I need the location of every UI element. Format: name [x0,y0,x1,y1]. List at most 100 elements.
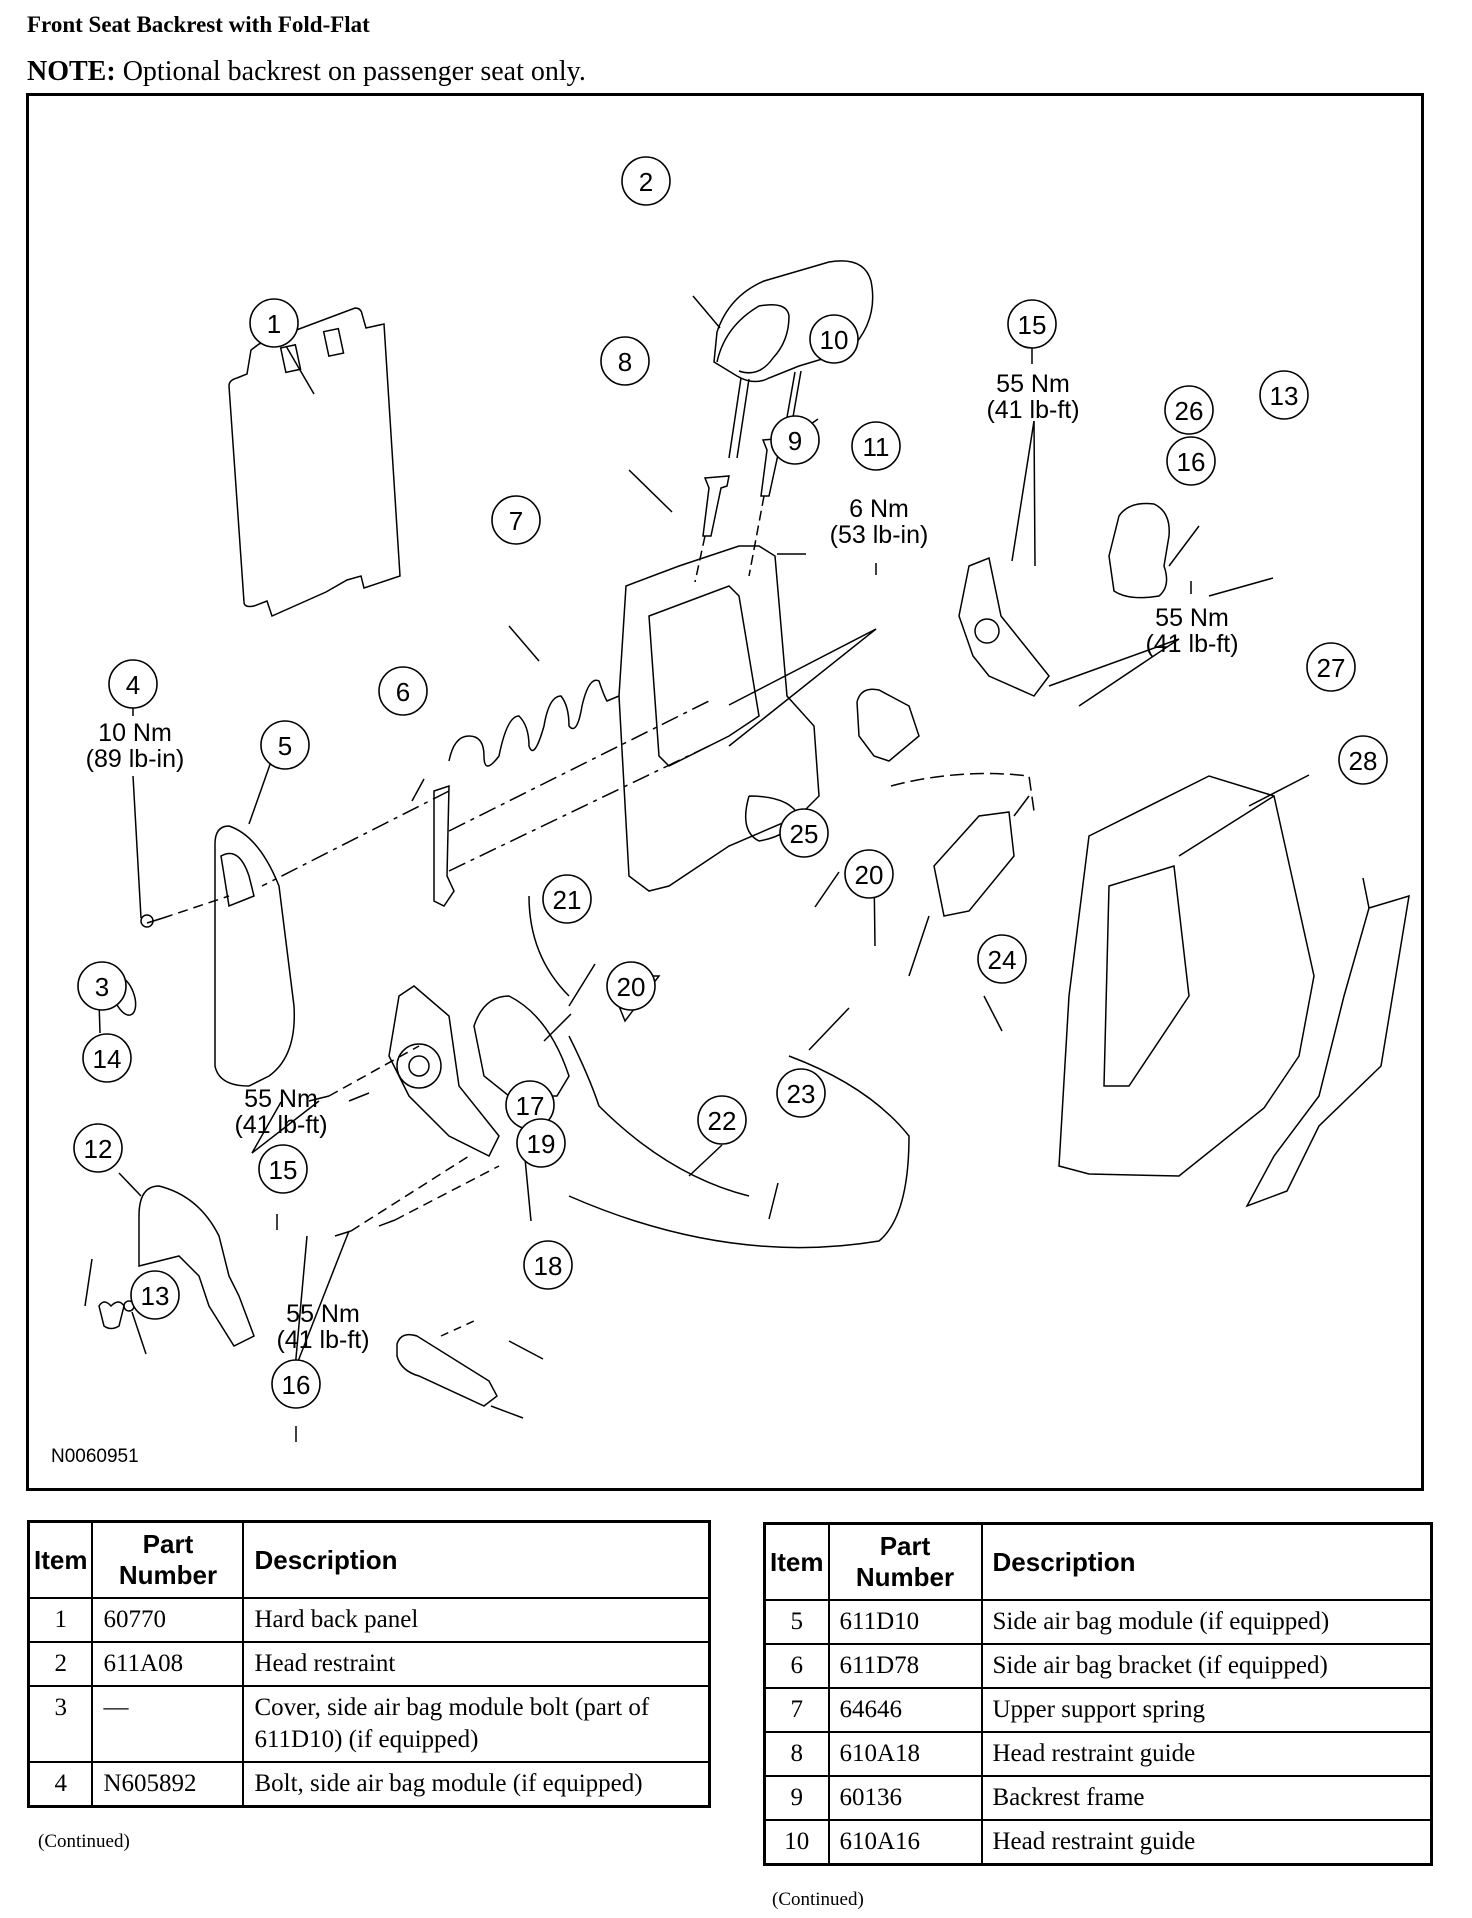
callout-circle [378,666,428,716]
callout-17: 17 [505,1080,555,1130]
cell-item: 1 [27,1597,94,1643]
callout-12: 12 [73,1123,123,1173]
side-air-bag-bracket-drawing [433,784,455,907]
cell-description: Side air bag bracket (if equipped) [980,1643,1433,1689]
callout-circle [621,156,671,206]
table-header-row: Item Part Number Description [763,1522,1433,1601]
callout-27: 27 [1306,642,1356,692]
callout-circle [271,1359,321,1409]
torque-spec-11: 6 Nm(53 lb-in) [830,495,929,549]
callout-13: 13 [130,1270,180,1320]
callout-number: 8 [618,347,632,377]
header-description: Description [242,1520,711,1599]
callout-circle [82,1033,132,1083]
header-description: Description [980,1522,1433,1601]
cell-description: Head restraint guide [980,1819,1433,1866]
callout-circle [1007,299,1057,349]
callout-circle [844,849,894,899]
note-text: Optional backrest on passenger seat only… [115,56,586,87]
callout-number: 18 [534,1251,563,1281]
header-item: Item [763,1522,830,1601]
callout-number: 14 [93,1044,122,1074]
callout-25: 25 [779,808,829,858]
note: NOTE: Optional backrest on passenger sea… [27,56,586,88]
callout-number: 20 [617,972,646,1002]
callout-circle [73,1123,123,1173]
cell-item: 2 [27,1641,94,1687]
torque-imperial: (41 lb-ft) [1145,630,1238,658]
callout-18: 18 [523,1240,573,1290]
cell-part-number: 611D10 [827,1599,983,1645]
head-restraint-drawing [713,260,874,383]
torque-spec-16: 55 Nm(41 lb-ft) [1145,604,1238,658]
release-handle-17-drawing [396,1333,498,1407]
hard-back-panel-drawing [228,307,401,618]
callout-number: 16 [282,1370,311,1400]
callout-number: 3 [95,972,109,1002]
part-12-drawing [98,1301,125,1330]
callout-number: 6 [396,677,410,707]
callout-circle [542,874,592,924]
cell-item: 3 [27,1685,94,1763]
torque-imperial: (53 lb-in) [830,521,929,549]
cell-item: 6 [763,1643,830,1689]
cell-item: 10 [763,1819,830,1866]
torque-metric: 55 Nm [996,370,1070,398]
callout-number: 11 [863,432,890,462]
upper-support-spring-drawing [448,679,620,767]
recliner-cover-26-drawing [1108,502,1170,599]
callout-number: 21 [553,885,582,915]
part-illustrations [98,260,1410,1407]
callout-22: 22 [697,1095,747,1145]
torque-imperial: (41 lb-ft) [276,1326,369,1354]
callout-7: 7 [491,495,541,545]
cell-part-number: 610A18 [827,1731,983,1777]
cell-description: Bolt, side air bag module (if equipped) [242,1761,711,1808]
callout-circle [516,1118,566,1168]
torque-imperial: (41 lb-ft) [234,1111,327,1139]
cell-description: Upper support spring [980,1687,1433,1733]
callout-13: 13 [1259,370,1309,420]
cell-description: Hard back panel [242,1597,711,1643]
cell-item: 5 [763,1599,830,1645]
callout-number: 10 [820,325,849,355]
cell-item: 4 [27,1761,94,1808]
callout-number: 15 [269,1155,298,1185]
cell-part-number: 60770 [91,1597,245,1643]
cable-22-drawing [568,1035,750,1197]
cell-item: 9 [763,1775,830,1821]
header-part-number: Part Number [827,1522,983,1601]
callout-circle [130,1270,180,1320]
callout-number: 4 [126,670,140,700]
callout-10: 10 [809,314,859,364]
callout-15: 15 [258,1144,308,1194]
callout-16: 16 [1166,436,1216,486]
torque-imperial: (89 lb-in) [86,745,185,773]
leader-lines [84,295,1370,1442]
callout-1: 1 [249,298,299,348]
callout-circle [77,961,127,1011]
callout-number: 22 [708,1106,737,1136]
callout-20: 20 [606,961,656,1011]
callout-number: 25 [790,819,819,849]
part-28-drawing [1245,894,1410,1208]
torque-imperial: (41 lb-ft) [986,396,1079,424]
callout-circle [491,495,541,545]
seat-back-cover-drawing [1058,775,1315,1177]
header-part-number: Part Number [91,1520,245,1599]
callout-circle [977,934,1027,984]
callout-16: 16 [271,1359,321,1409]
continued-note-left: (Continued) [38,1831,130,1852]
callout-circle [258,1144,308,1194]
torque-spec-4: 10 Nm(89 lb-in) [86,719,185,773]
callout-circle [1166,436,1216,486]
callout-number: 26 [1175,396,1204,426]
callout-3: 3 [77,961,127,1011]
callout-15: 15 [1007,299,1057,349]
callout-circle [1306,642,1356,692]
